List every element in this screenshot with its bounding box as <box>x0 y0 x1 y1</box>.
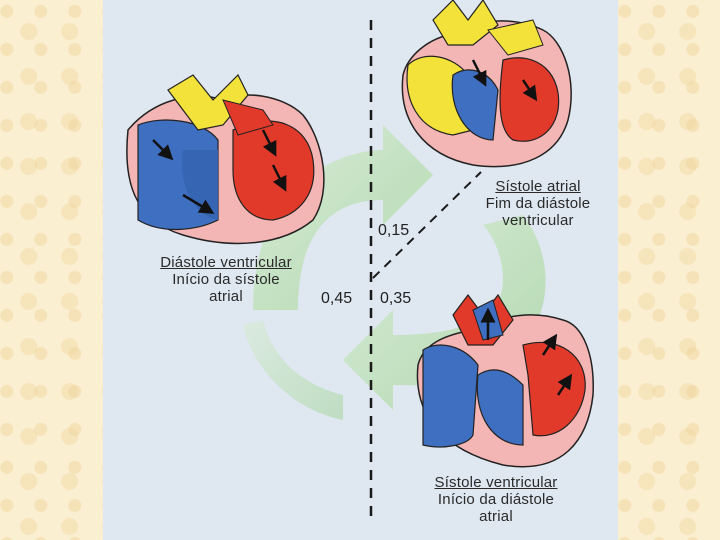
cardiac-cycle-figure: Diástole ventricular Início da sístole a… <box>103 0 618 540</box>
caption-sistole-ventricular-title: Sístole ventricular <box>411 474 581 491</box>
heart-diastole-ventricular <box>127 75 324 243</box>
caption-diastole-ventricular-line3: atrial <box>131 288 321 305</box>
heart-sistole-atrial <box>402 0 571 167</box>
timing-label-035: 0,35 <box>380 290 411 308</box>
timing-label-045: 0,45 <box>321 290 352 308</box>
timing-label-015: 0,15 <box>378 222 409 240</box>
caption-diastole-ventricular: Diástole ventricular Início da sístole a… <box>131 254 321 305</box>
caption-sistole-atrial-line3: ventricular <box>463 212 613 229</box>
background-pattern-left <box>0 0 103 540</box>
cycle-arrow-tail <box>243 320 343 420</box>
caption-sistole-ventricular: Sístole ventricular Início da diástole a… <box>411 474 581 525</box>
caption-sistole-atrial-line2: Fim da diástole <box>463 195 613 212</box>
caption-diastole-ventricular-title: Diástole ventricular <box>131 254 321 271</box>
caption-sistole-atrial-title: Sístole atrial <box>463 178 613 195</box>
caption-diastole-ventricular-line2: Início da sístole <box>131 271 321 288</box>
caption-sistole-atrial: Sístole atrial Fim da diástole ventricul… <box>463 178 613 229</box>
background-pattern-right <box>618 0 720 540</box>
caption-sistole-ventricular-line2: Início da diástole <box>411 491 581 508</box>
heart-sistole-ventricular <box>417 295 593 467</box>
caption-sistole-ventricular-line3: atrial <box>411 508 581 525</box>
